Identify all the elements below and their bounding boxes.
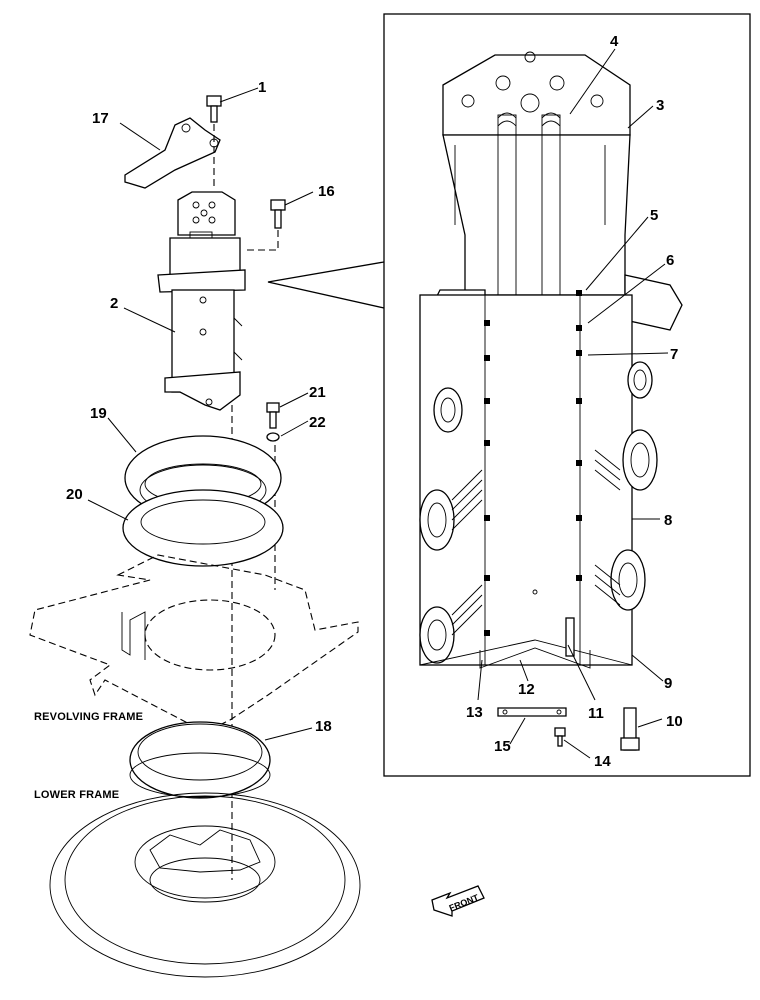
callout-numbers: 1 17 16 2 21 22 19 20 18 4 3 5 6 7 8 9 1… bbox=[66, 33, 683, 770]
callout-20: 20 bbox=[66, 486, 83, 503]
front-arrow-icon: FRONT bbox=[431, 885, 485, 917]
leader-lines bbox=[87, 48, 669, 759]
callout-12: 12 bbox=[518, 681, 535, 698]
center-joint-assembly-2 bbox=[157, 191, 246, 411]
callout-3: 3 bbox=[656, 97, 664, 114]
callout-17: 17 bbox=[92, 110, 109, 127]
callout-8: 8 bbox=[664, 512, 672, 529]
bolt-16 bbox=[270, 199, 286, 229]
callout-18: 18 bbox=[315, 718, 332, 735]
callout-11: 11 bbox=[588, 705, 604, 722]
ring-20 bbox=[122, 489, 284, 567]
threaded-ports bbox=[419, 361, 658, 664]
bolt-10 bbox=[620, 707, 640, 751]
callout-10: 10 bbox=[666, 713, 683, 730]
callout-7: 7 bbox=[670, 346, 678, 363]
detail-view-frame bbox=[267, 13, 751, 777]
bolt-21 bbox=[266, 402, 280, 429]
center-joint-cutaway bbox=[419, 51, 683, 669]
callout-4: 4 bbox=[610, 33, 619, 50]
callout-22: 22 bbox=[309, 414, 326, 431]
bracket-17 bbox=[124, 117, 221, 189]
washer-22 bbox=[266, 432, 280, 442]
callout-19: 19 bbox=[90, 405, 107, 422]
callout-14: 14 bbox=[594, 753, 611, 770]
lower-frame bbox=[49, 792, 361, 978]
callout-1: 1 bbox=[258, 79, 266, 96]
bolt-1 bbox=[206, 95, 222, 123]
callout-5: 5 bbox=[650, 207, 658, 224]
callout-16: 16 bbox=[318, 183, 335, 200]
callout-9: 9 bbox=[664, 675, 672, 692]
revolving-frame-plate bbox=[29, 554, 359, 733]
bolt-14 bbox=[554, 727, 566, 747]
callout-6: 6 bbox=[666, 252, 674, 269]
plate-15 bbox=[497, 707, 567, 717]
callout-21: 21 bbox=[309, 384, 326, 401]
seal-ring-18 bbox=[129, 721, 271, 799]
callout-15: 15 bbox=[494, 738, 511, 755]
seal-grooves bbox=[484, 290, 582, 636]
revolving-frame-label: REVOLVING FRAME bbox=[34, 711, 143, 723]
callout-13: 13 bbox=[466, 704, 483, 721]
lower-frame-label: LOWER FRAME bbox=[34, 789, 119, 801]
callout-2: 2 bbox=[110, 295, 118, 312]
